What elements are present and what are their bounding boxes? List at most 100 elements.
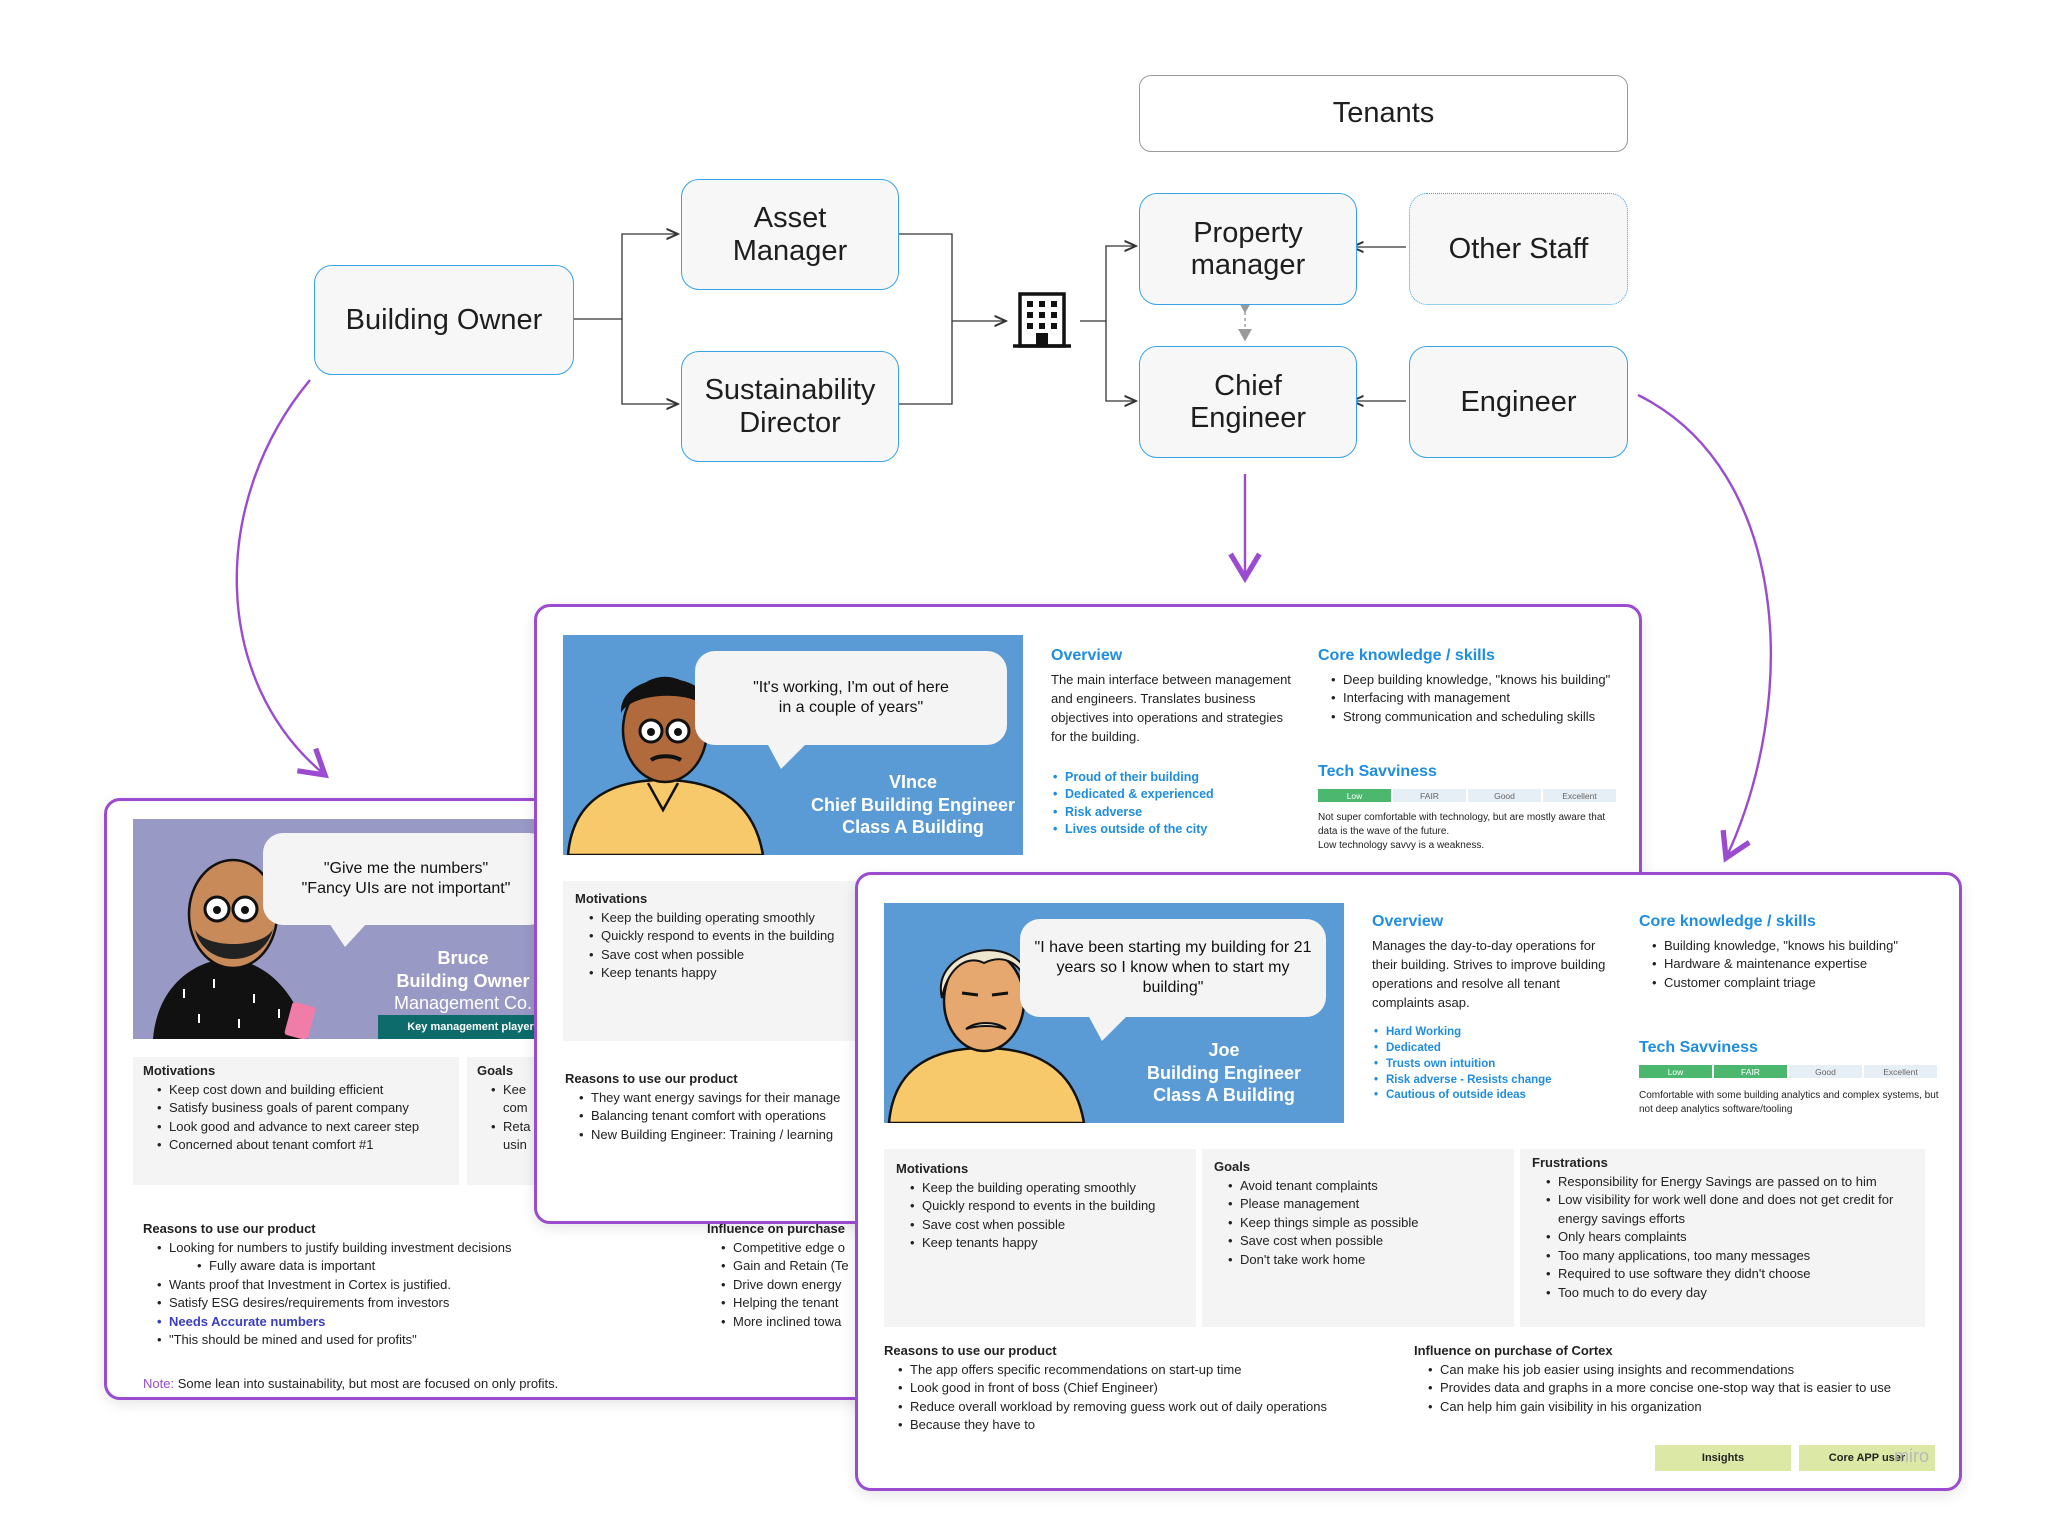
scale-low: Low xyxy=(1318,789,1391,802)
joe-goals-list: Avoid tenant complaints Please managemen… xyxy=(1226,1177,1506,1270)
list-item: Look good in front of boss (Chief Engine… xyxy=(896,1379,1396,1398)
vince-motivations-title: Motivations xyxy=(575,891,648,906)
joe-reasons-list: The app offers specific recommendations … xyxy=(896,1361,1396,1435)
arrow-engineer-to-joe xyxy=(1637,393,1772,863)
bruce-hero: "Give me the numbers" "Fancy UIs are not… xyxy=(133,819,563,1039)
bruce-quote: "Give me the numbers" "Fancy UIs are not… xyxy=(263,833,549,925)
scale-good: Good xyxy=(1468,789,1541,802)
list-item: Satisfy ESG desires/requirements from in… xyxy=(155,1294,595,1313)
list-item: Low visibility for work well done and do… xyxy=(1544,1191,1924,1228)
list-item: Trusts own intuition xyxy=(1372,1057,1632,1073)
engineer-node: Engineer xyxy=(1409,346,1628,458)
list-item: Can make his job easier using insights a… xyxy=(1426,1361,1946,1380)
bruce-influence-title: Influence on purchase xyxy=(707,1221,845,1236)
scale-low: Low xyxy=(1639,1065,1712,1078)
list-item: Dedicated xyxy=(1372,1041,1632,1057)
joe-core-title: Core knowledge / skills xyxy=(1639,913,1816,930)
connector-building-property xyxy=(1080,246,1136,322)
list-item: Too much to do every day xyxy=(1544,1284,1924,1303)
list-item: Wants proof that Investment in Cortex is… xyxy=(155,1276,595,1295)
vince-tech-title: Tech Savviness xyxy=(1318,763,1437,780)
joe-role: Building Engineer xyxy=(1146,1062,1301,1083)
vince-overview-text: The main interface between management an… xyxy=(1051,672,1291,744)
list-item: Save cost when possible xyxy=(908,1216,1198,1235)
bruce-motivations-title: Motivations xyxy=(143,1063,216,1078)
list-item: Provides data and graphs in a more conci… xyxy=(1426,1379,1946,1398)
bruce-name-block: Bruce Building Owner Management Co. xyxy=(363,947,563,1015)
connector-owner-asset xyxy=(573,234,678,320)
list-item: Strong communication and scheduling skil… xyxy=(1329,708,1629,727)
vince-reasons-title: Reasons to use our product xyxy=(565,1071,738,1086)
joe-overview-title: Overview xyxy=(1372,913,1444,930)
list-item: Can help him gain visibility in his orga… xyxy=(1426,1398,1946,1417)
connector-sustain-building xyxy=(898,321,953,405)
vince-name-block: VInce Chief Building Engineer Class A Bu… xyxy=(793,771,1023,839)
list-item: Look good and advance to next career ste… xyxy=(155,1118,455,1137)
scale-excellent: Excellent xyxy=(1543,789,1616,802)
joe-name-block: Joe Building Engineer Class A Building xyxy=(1104,1039,1344,1107)
joe-motivations-list: Keep the building operating smoothly Qui… xyxy=(908,1179,1198,1253)
vince-traits-list: Proud of their building Dedicated & expe… xyxy=(1051,769,1301,838)
list-item: The app offers specific recommendations … xyxy=(896,1361,1396,1380)
bruce-company: Management Co. xyxy=(393,993,533,1013)
bruce-goals-title: Goals xyxy=(477,1063,514,1078)
list-item: Satisfy business goals of parent company xyxy=(155,1099,455,1118)
list-item: Keep things simple as possible xyxy=(1226,1214,1506,1233)
joe-frustrations-title: Frustrations xyxy=(1532,1155,1608,1170)
tenants-node: Tenants xyxy=(1139,75,1628,152)
list-item: Gain and Retain (Te xyxy=(719,1257,959,1276)
list-item: Only hears complaints xyxy=(1544,1228,1924,1247)
vince-core-title: Core knowledge / skills xyxy=(1318,647,1495,664)
scale-good: Good xyxy=(1789,1065,1862,1078)
joe-reasons-title: Reasons to use our product xyxy=(884,1343,1057,1358)
list-item: More inclined towa xyxy=(719,1313,959,1332)
vince-building: Class A Building xyxy=(842,817,984,837)
joe-frustrations-list: Responsibility for Energy Savings are pa… xyxy=(1544,1173,1924,1303)
list-item: Keep the building operating smoothly xyxy=(587,909,867,928)
miro-watermark: miro xyxy=(1894,1446,1929,1466)
vince-motivations-list: Keep the building operating smoothly Qui… xyxy=(587,909,867,983)
list-item: Keep the building operating smoothly xyxy=(908,1179,1198,1198)
vince-reasons-list: They want energy savings for their manag… xyxy=(577,1089,877,1145)
joe-influence-title: Influence on purchase of Cortex xyxy=(1414,1343,1613,1358)
list-item: Responsibility for Energy Savings are pa… xyxy=(1544,1173,1924,1192)
list-item: Keep cost down and building efficient xyxy=(155,1081,455,1100)
vince-role: Chief Building Engineer xyxy=(810,794,1015,815)
joe-tech-note: Comfortable with some building analytics… xyxy=(1639,1090,1939,1115)
list-item: Cautious of outside ideas xyxy=(1372,1088,1632,1104)
joe-influence-list: Can make his job easier using insights a… xyxy=(1426,1361,1946,1417)
list-item: Customer complaint triage xyxy=(1650,974,1950,993)
list-item: Please management xyxy=(1226,1195,1506,1214)
list-item: Balancing tenant comfort with operations xyxy=(577,1107,877,1126)
list-item: Don't take work home xyxy=(1226,1251,1506,1270)
joe-quote: "I have been starting my building for 21… xyxy=(1020,919,1326,1017)
list-item: Helping the tenant xyxy=(719,1294,959,1313)
property-manager-node: Property manager xyxy=(1139,193,1357,305)
arrow-owner-to-bruce xyxy=(235,379,329,779)
list-item: Avoid tenant complaints xyxy=(1226,1177,1506,1196)
chief-engineer-node: Chief Engineer xyxy=(1139,346,1357,458)
vince-core-list: Deep building knowledge, "knows his buil… xyxy=(1329,671,1629,727)
bruce-goals-list: Kee com Reta usin xyxy=(489,1081,639,1155)
list-item: Drive down energy xyxy=(719,1276,959,1295)
list-item: Building knowledge, "knows his building" xyxy=(1650,937,1950,956)
list-item: Because they have to xyxy=(896,1416,1396,1435)
list-item: Risk adverse xyxy=(1051,804,1301,822)
bruce-reasons-list: Looking for numbers to justify building … xyxy=(155,1239,595,1350)
list-item: Lives outside of the city xyxy=(1051,821,1301,839)
bruce-role: Building Owner xyxy=(396,970,530,991)
list-item: Required to use software they didn't cho… xyxy=(1544,1265,1924,1284)
persona-card-joe: "I have been starting my building for 21… xyxy=(855,872,1962,1491)
bruce-avatar xyxy=(153,858,316,1039)
building-icon xyxy=(1013,292,1071,348)
joe-hero: "I have been starting my building for 21… xyxy=(884,903,1344,1123)
core-app-user-tag: Core APP user xyxy=(1799,1445,1935,1471)
vince-name: VInce xyxy=(888,772,938,792)
joe-core-list: Building knowledge, "knows his building"… xyxy=(1650,937,1950,993)
list-item: Hard Working xyxy=(1372,1025,1632,1041)
bruce-name: Bruce xyxy=(437,948,489,968)
joe-tech-scale: Low FAIR Good Excellent xyxy=(1639,1065,1937,1078)
joe-tech-title: Tech Savviness xyxy=(1639,1039,1758,1056)
vince-avatar xyxy=(566,676,765,855)
